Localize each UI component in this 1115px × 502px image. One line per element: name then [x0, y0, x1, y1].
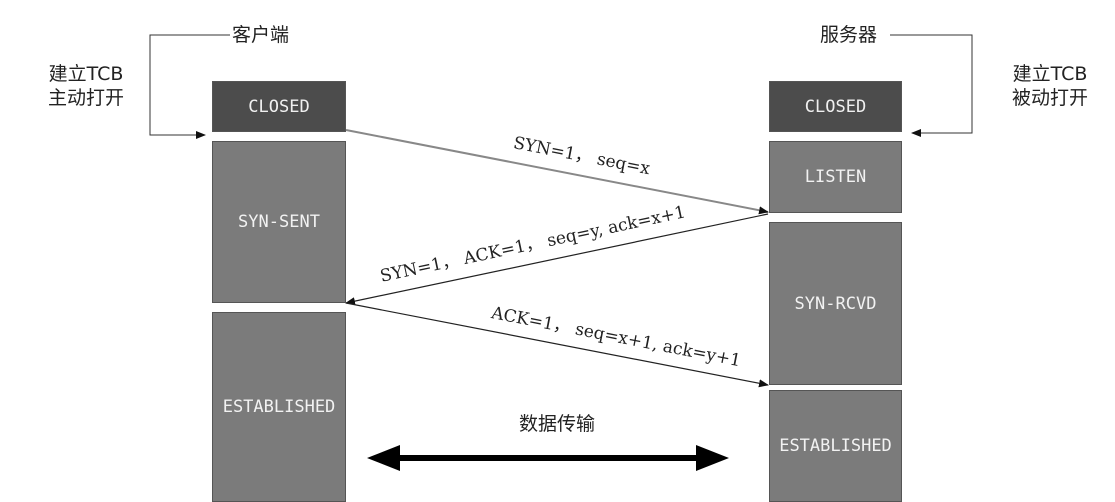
client-state-established: ESTABLISHED	[212, 312, 346, 502]
server-state-syn-rcvd: SYN-RCVD	[769, 222, 902, 385]
server-state-established: ESTABLISHED	[769, 390, 902, 502]
client-title: 客户端	[232, 24, 290, 46]
client-state-syn-sent: SYN-SENT	[212, 141, 346, 303]
client-action-label: 建立TCB 主动打开	[38, 62, 134, 110]
syn-arrow	[345, 129, 769, 215]
client-action-line2: 主动打开	[47, 87, 124, 109]
client-state-closed: CLOSED	[212, 81, 346, 132]
data-transfer-label: 数据传输	[519, 413, 596, 435]
client-open-bracket	[149, 34, 230, 139]
server-action-line2: 被动打开	[1011, 87, 1088, 109]
server-state-closed: CLOSED	[769, 81, 902, 132]
server-state-listen: LISTEN	[769, 141, 902, 213]
ack-arrow	[345, 302, 769, 388]
syn-ack-arrow	[345, 213, 769, 306]
server-title: 服务器	[820, 24, 878, 46]
server-action-line1: 建立TCB	[1012, 63, 1088, 85]
data-transfer-arrow	[367, 445, 729, 471]
server-action-label: 建立TCB 被动打开	[1002, 62, 1098, 110]
client-action-line1: 建立TCB	[48, 63, 124, 85]
server-open-bracket	[890, 34, 973, 137]
